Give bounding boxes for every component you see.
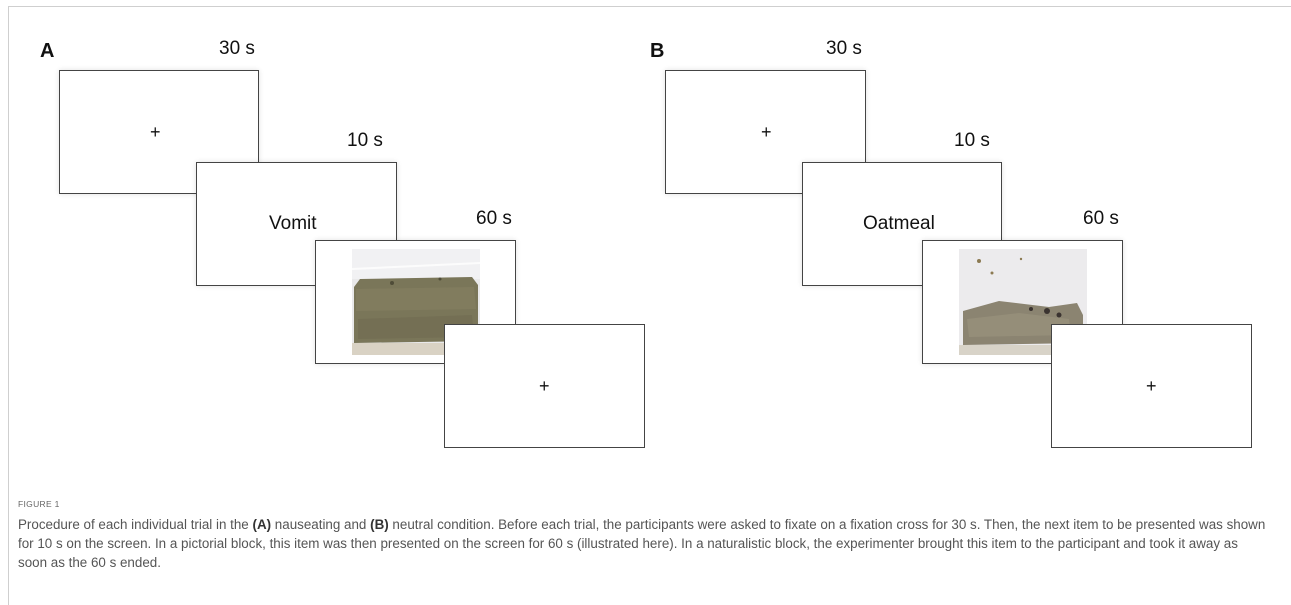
panel-a-image-screen	[315, 240, 516, 364]
panel-b-time-word: 10 s	[954, 130, 990, 151]
panel-a-letter: A	[40, 40, 55, 62]
caption-text: nauseating and	[271, 517, 371, 532]
figure-label: FIGURE 1	[18, 499, 60, 509]
figure-frame	[8, 6, 1291, 605]
caption-text: neutral condition. Before each trial, th…	[18, 517, 1266, 570]
panel-b-time-fixation: 30 s	[826, 38, 862, 59]
item-word: Vomit	[269, 213, 317, 234]
panel-b-end-fixation-screen: +	[1051, 324, 1252, 448]
figure-caption: Procedure of each individual trial in th…	[18, 515, 1268, 572]
panel-a-time-word: 10 s	[347, 130, 383, 151]
panel-a-end-fixation-screen: +	[444, 324, 645, 448]
fixation-cross: +	[761, 122, 772, 142]
panel-b-time-image: 60 s	[1083, 208, 1119, 229]
panel-b-letter: B	[650, 40, 665, 62]
panel-a-time-image: 60 s	[476, 208, 512, 229]
fixation-cross: +	[1146, 376, 1157, 396]
fixation-cross: +	[150, 122, 161, 142]
caption-ref-b: (B)	[370, 517, 389, 532]
fixation-cross: +	[539, 376, 550, 396]
item-word: Oatmeal	[863, 213, 935, 234]
panel-a-time-fixation: 30 s	[219, 38, 255, 59]
caption-ref-a: (A)	[252, 517, 272, 532]
caption-text: Procedure of each individual trial in th…	[18, 517, 253, 532]
vomit-photo-icon	[352, 249, 480, 355]
